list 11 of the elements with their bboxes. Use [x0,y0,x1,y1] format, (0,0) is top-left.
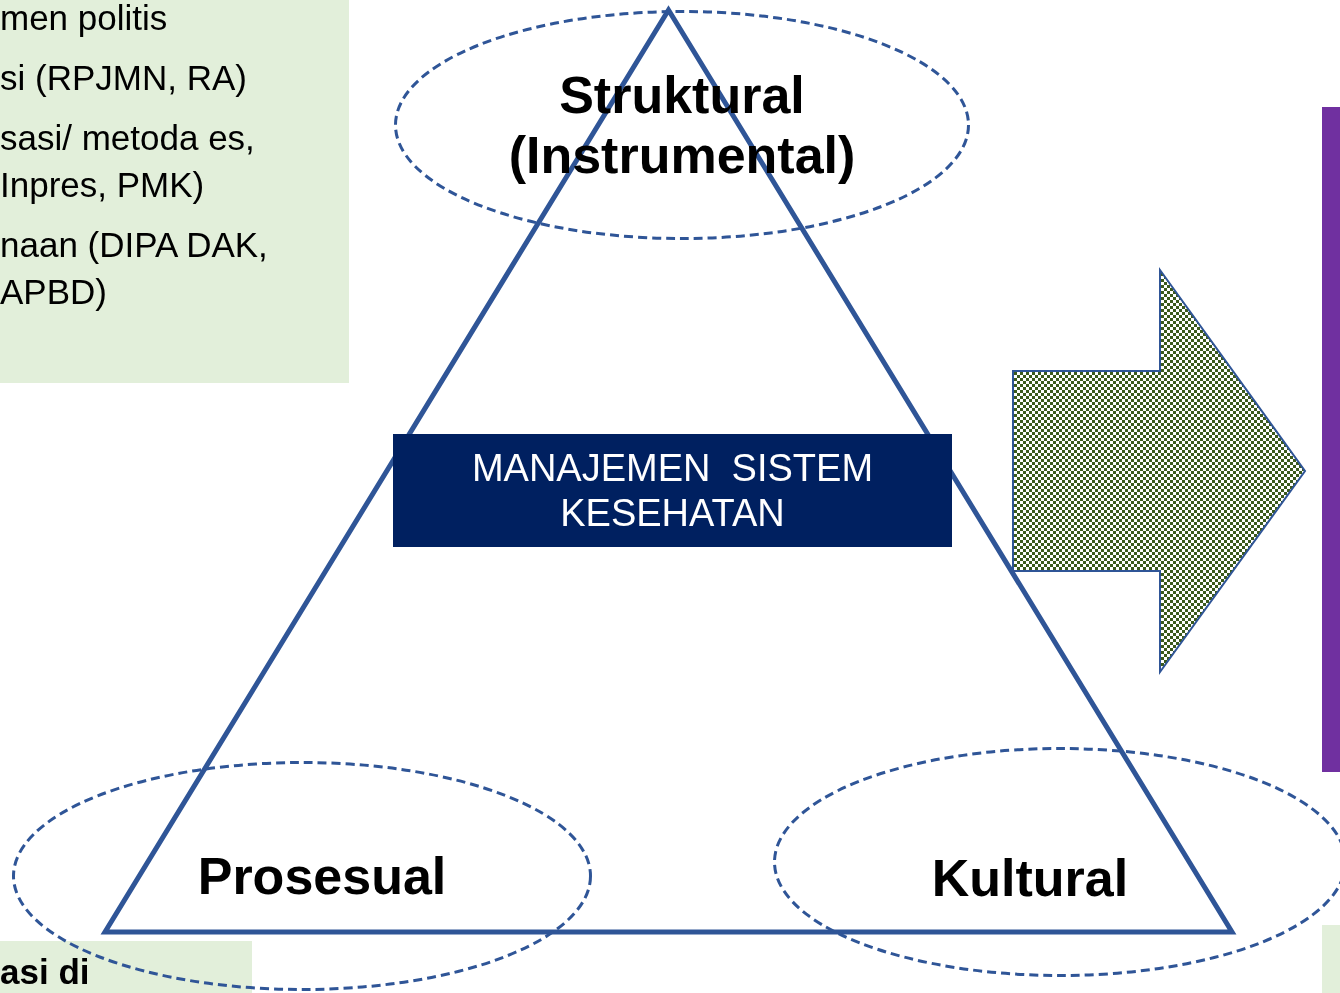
title-label: MANAJEMEN SISTEM KESEHATAN [470,445,875,536]
block-arrow [1012,266,1307,676]
ellipse-label: Kultural [930,848,1130,908]
panel-text: naan (DIPA DAK, APBD) [0,224,269,313]
panel-text: si (RPJMN, RA) [0,57,248,99]
panel-text: asi di [0,951,91,993]
panel-text: men politis [0,0,169,39]
side-bar [1322,925,1340,993]
side-bar [1322,107,1340,772]
ellipse-label: Prosesual [196,846,448,906]
panel-text: sasi/ metoda es, Inpres, PMK) [0,117,256,206]
